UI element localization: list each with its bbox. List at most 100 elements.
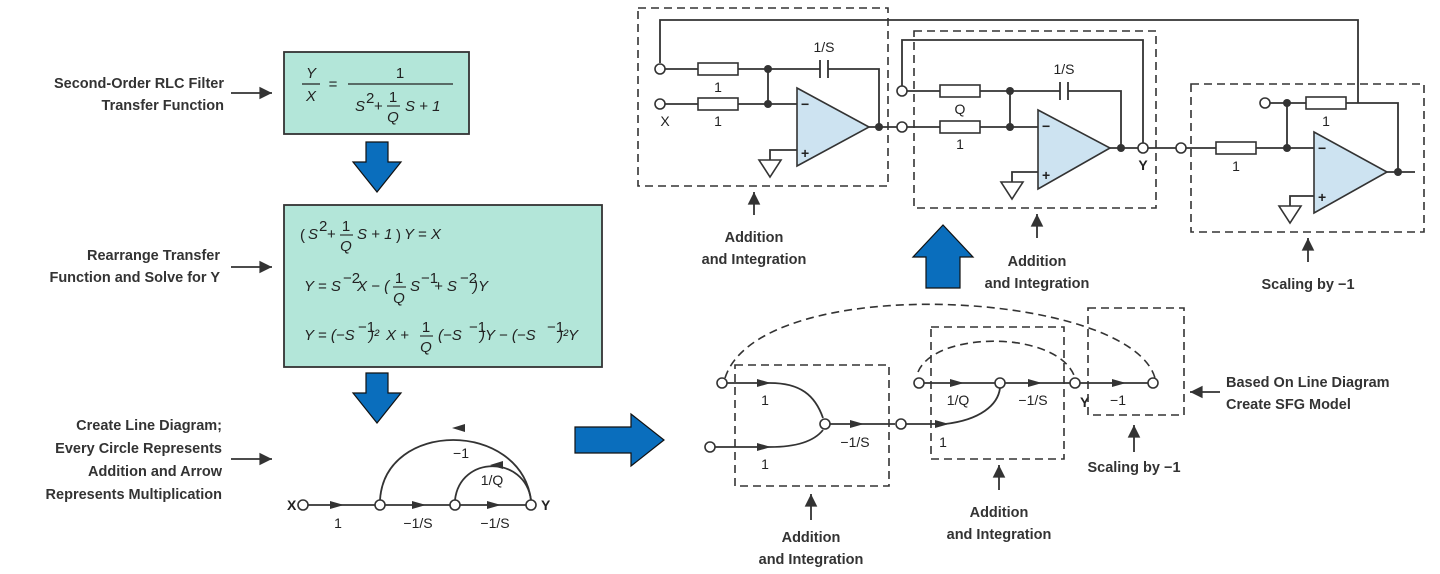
right-arrow	[574, 412, 665, 468]
eq2-l3-xplus: X +	[385, 327, 409, 344]
eq2-l1-fnum: 1	[342, 218, 350, 235]
sfg-y-label: Y	[1080, 394, 1090, 410]
sfg-model: 1 1 −1/S Addition and Integration 1/Q −1…	[704, 303, 1390, 568]
stage1-plus: +	[801, 145, 809, 161]
eq2-l3-tail: )²Y	[556, 327, 579, 344]
eq2-l3-head: Y = (−S	[304, 327, 355, 344]
feedback-inner-gain: 1/Q	[481, 472, 504, 488]
step3-label-line4: Represents Multiplication	[46, 487, 222, 503]
sfg-b2-caption-2: and Integration	[947, 527, 1052, 543]
sfg-block3-box	[1087, 307, 1185, 416]
eq2-l1-rest: S + 1	[357, 226, 392, 243]
step2-label-line1: Rearrange Transfer	[87, 248, 220, 264]
step1-label: Second-Order RLC Filter Transfer Functio…	[54, 76, 224, 114]
eq2-l1-fden: Q	[340, 238, 352, 255]
eq2-l2-xminus: X − (	[356, 278, 391, 295]
stage1-caption-2: and Integration	[702, 252, 807, 268]
stage3-caption: Scaling by −1	[1261, 277, 1354, 293]
eq2-l2-s: S	[410, 278, 420, 295]
circuit-stage1-box	[637, 7, 889, 187]
sfg-b3-gain: −1	[1110, 392, 1126, 408]
sfg-b2-gain1: 1/Q	[947, 392, 970, 408]
feedback-inner-branch	[454, 465, 532, 501]
sfg-block2-box	[930, 326, 1065, 460]
eq1-lhs-den: X	[305, 88, 317, 105]
eq2-l2-tail: )Y	[471, 278, 489, 295]
eq2-l2-fden: Q	[393, 290, 405, 307]
circuit: − + 1 1 1/S X Addition and Integration −…	[637, 7, 1425, 293]
sfg-b2-gain3: 1	[939, 434, 947, 450]
node-2	[449, 499, 461, 511]
stage3-minus: −	[1318, 140, 1326, 156]
step1-label-line1: Second-Order RLC Filter	[54, 76, 224, 92]
stage1-caption-1: Addition	[725, 230, 784, 246]
step3-label: Create Line Diagram; Every Circle Repres…	[46, 418, 223, 503]
eq2-l2-plus: + S	[434, 278, 457, 295]
node-y	[525, 499, 537, 511]
feedback-outer-branch	[379, 439, 532, 501]
sfg-b2-caption-1: Addition	[970, 505, 1029, 521]
stage1-minus: −	[801, 96, 809, 112]
stage3-plus: +	[1318, 189, 1326, 205]
sfg-b3-caption: Scaling by −1	[1087, 460, 1180, 476]
step1-label-line2: Transfer Function	[102, 98, 224, 114]
eq1-den-rest: S + 1	[405, 98, 440, 115]
step3-label-line2: Every Circle Represents	[55, 441, 222, 457]
stage2-output-y: Y	[1138, 157, 1148, 173]
eq2-l2-fnum: 1	[395, 270, 403, 287]
eq2-l1-plus: +	[327, 226, 336, 243]
gain-3: −1/S	[480, 515, 509, 531]
eq2-l3-exp3: −1	[547, 319, 564, 336]
eq2-l1-close: )	[396, 227, 401, 244]
eq1-frac-num: 1	[389, 89, 397, 106]
node-x	[297, 499, 309, 511]
stage1-r1: 1	[714, 79, 722, 95]
step3-label-line3: Addition and Arrow	[88, 464, 223, 480]
stage2-caption-2: and Integration	[985, 276, 1090, 292]
gain-2: −1/S	[403, 515, 432, 531]
step2-label-line2: Function and Solve for Y	[49, 270, 220, 286]
stage2-plus: +	[1042, 167, 1050, 183]
sfg-b2-gain2: −1/S	[1018, 392, 1047, 408]
stage1-cap: 1/S	[813, 39, 834, 55]
eq2-l3-sq1: )²	[367, 327, 380, 344]
rearranged-equation-box: ( S 2 + 1 Q S + 1 ) Y = X Y = S −2 X − (…	[283, 204, 603, 368]
eq1-lhs-num: Y	[306, 65, 317, 82]
down-arrow-1	[351, 141, 403, 193]
eq1-den-plus: +	[374, 98, 383, 115]
line-diagram-y-label: Y	[541, 497, 551, 513]
sfg-b1-gain1: 1	[761, 392, 769, 408]
sfg-b1-gain2: 1	[761, 456, 769, 472]
eq2-l1-tail: Y = X	[404, 226, 442, 243]
eq1-den-s: S	[355, 98, 365, 115]
eq2-l3-mid2: )Y − (−S	[478, 327, 536, 344]
node-1	[374, 499, 386, 511]
eq1-equals: =	[329, 76, 338, 93]
down-arrow-2	[351, 372, 403, 424]
eq2-l3-fnum: 1	[422, 319, 430, 336]
sfg-block1-box	[734, 364, 890, 487]
eq1-frac-den: Q	[387, 109, 399, 126]
feedback-outer-gain: −1	[453, 445, 469, 461]
sfg-annotation-1: Based On Line Diagram	[1226, 375, 1390, 391]
stage2-minus: −	[1042, 118, 1050, 134]
eq2-l2-exp1: −2	[343, 270, 360, 287]
eq2-l2-exp2: −1	[421, 270, 438, 287]
stage3-r-in: 1	[1232, 158, 1240, 174]
eq2-l3-fden: Q	[420, 339, 432, 356]
eq2-l3-exp1: −1	[358, 319, 375, 336]
sfg-annotation-2: Create SFG Model	[1226, 397, 1351, 413]
eq2-l1-exp: 2	[319, 218, 327, 235]
eq2-l2-head: Y = S	[304, 278, 341, 295]
eq2-l3-exp2: −1	[469, 319, 486, 336]
stage3-r-fb: 1	[1322, 113, 1330, 129]
transfer-function-box: Y X = 1 S 2 + 1 Q S + 1	[283, 51, 470, 135]
step3-label-line1: Create Line Diagram;	[76, 418, 222, 434]
stage2-r2: 1	[956, 136, 964, 152]
up-arrow	[911, 224, 975, 289]
sfg-b1-gain3: −1/S	[840, 434, 869, 450]
stage1-r2: 1	[714, 113, 722, 129]
line-diagram-x-label: X	[287, 497, 297, 513]
stage1-input-x: X	[660, 113, 670, 129]
